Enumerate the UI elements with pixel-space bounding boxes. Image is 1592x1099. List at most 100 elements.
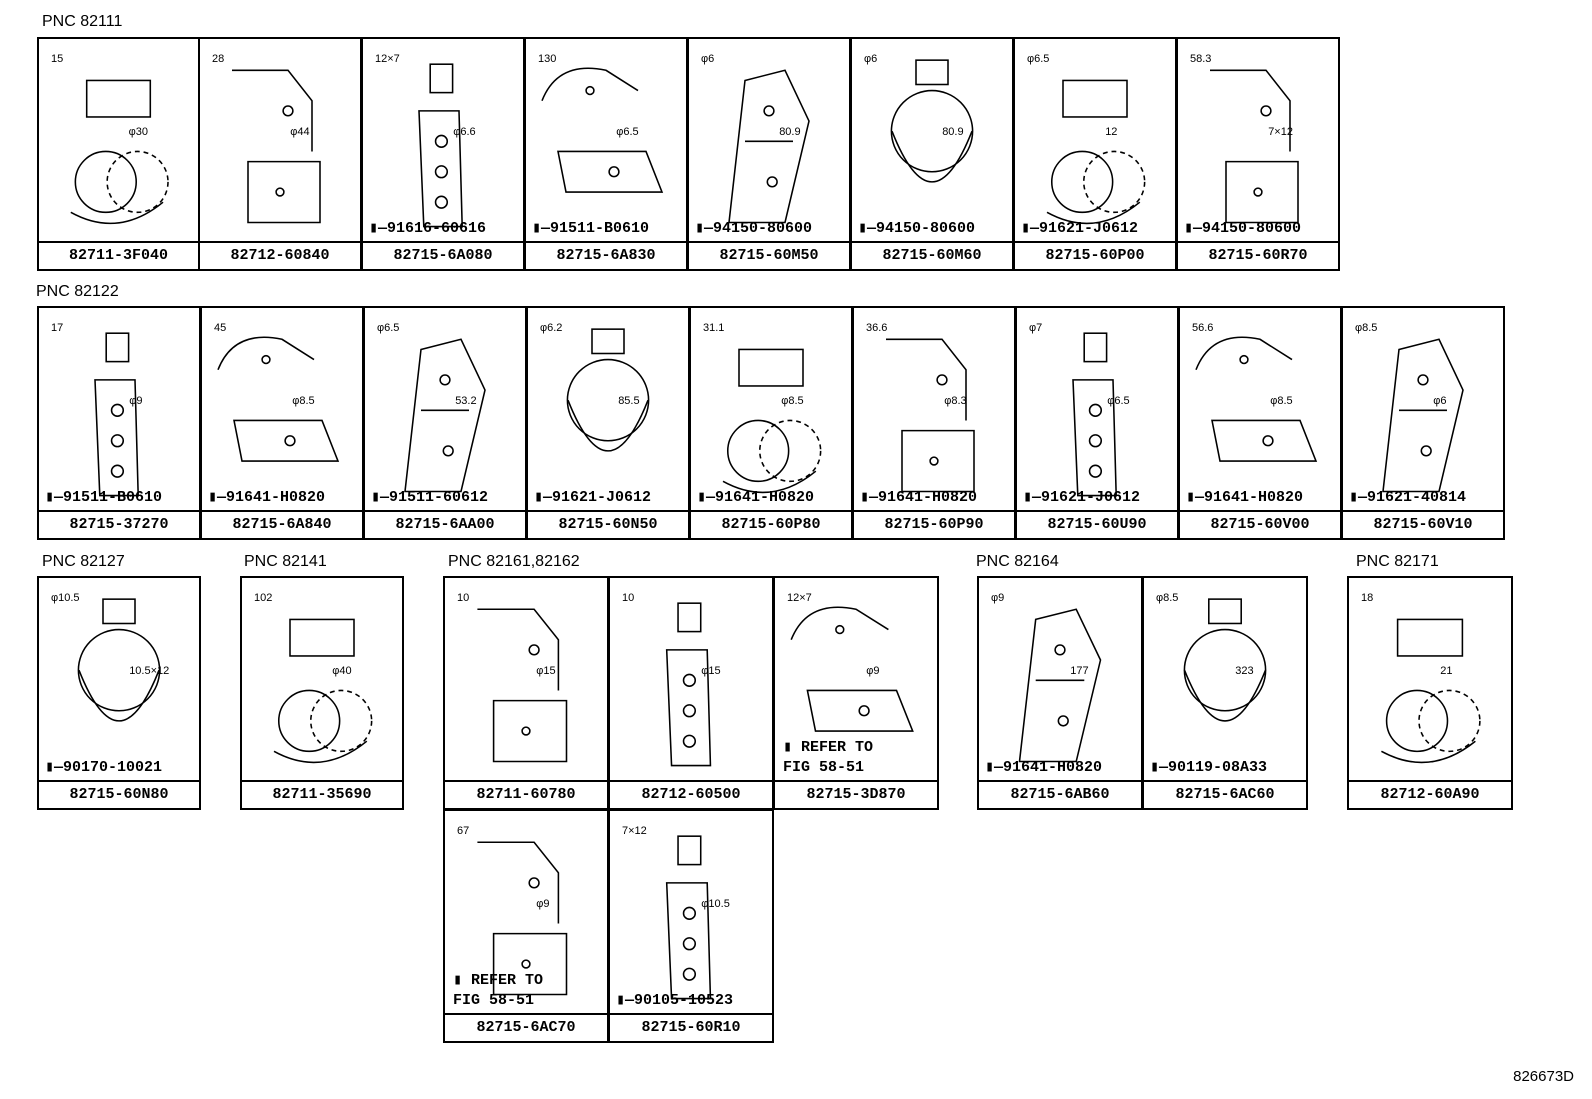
part-illustration — [477, 608, 568, 763]
fastener-label: 94150-80600 — [876, 220, 976, 237]
dimension-label: φ6 — [1433, 395, 1447, 408]
dimension-label: φ8.5 — [1156, 592, 1179, 604]
fastener-label: 91616-60616 — [387, 220, 487, 237]
dimension-label: φ15 — [701, 665, 721, 678]
part-number[interactable]: 82711-3F040 — [39, 241, 198, 269]
part-illustration — [728, 69, 810, 224]
bolt-icon: ▮— — [858, 220, 877, 237]
dimension-label: φ10.5 — [51, 592, 80, 604]
fastener-label: 91641-H0820 — [1003, 759, 1103, 776]
fastener-label: 91621-40814 — [1367, 489, 1467, 506]
dimension-label: φ6.5 — [1027, 53, 1050, 65]
part-number[interactable]: 82715-60U90 — [1017, 510, 1177, 538]
dimension-label: 7×12 — [1268, 126, 1293, 139]
fastener-label: 94150-80600 — [713, 220, 813, 237]
bolt-icon: ▮— — [45, 489, 64, 506]
part-number[interactable]: 82715-60M60 — [852, 241, 1012, 269]
refer-text: REFER TO FIG 58-51 — [783, 739, 874, 776]
part-number[interactable]: 82715-60V10 — [1343, 510, 1503, 538]
fastener-part-number: ▮—91616-60616 — [369, 221, 486, 237]
part-number[interactable]: 82715-6A080 — [363, 241, 523, 269]
part-number[interactable]: 82711-60780 — [445, 780, 607, 808]
part-number[interactable]: 82715-6A840 — [202, 510, 362, 538]
fastener-part-number: ▮—91641-H0820 — [208, 490, 325, 506]
part-number[interactable]: 82712-60A90 — [1349, 780, 1511, 808]
section-title: PNC 82111 — [42, 13, 123, 30]
part-illustration — [1183, 598, 1267, 722]
part-number[interactable]: 82715-60R70 — [1178, 241, 1338, 269]
dimension-label: 85.5 — [618, 395, 640, 408]
dimension-label: φ8.5 — [292, 395, 315, 408]
dimension-label: φ8.3 — [944, 395, 967, 408]
dimension-label: 58.3 — [1190, 53, 1212, 65]
part-number[interactable]: 82715-60M50 — [689, 241, 849, 269]
part-illustration — [790, 606, 914, 732]
bolt-icon: ▮— — [532, 220, 551, 237]
part-number[interactable]: 82715-3D870 — [775, 780, 937, 808]
dimension-label: 18 — [1361, 592, 1374, 604]
part-number[interactable]: 82715-60P00 — [1015, 241, 1175, 269]
section-title: PNC 82122 — [36, 283, 119, 300]
part-illustration — [1381, 618, 1481, 764]
part-illustration — [665, 835, 712, 1000]
dimension-label: φ9 — [536, 898, 550, 911]
bolt-icon: ▮— — [1349, 489, 1368, 506]
fastener-label: 91621-J0612 — [552, 489, 652, 506]
dimension-label: 31.1 — [703, 322, 725, 334]
part-number[interactable]: 82715-60P80 — [691, 510, 851, 538]
fastener-label: 90119-08A33 — [1168, 759, 1268, 776]
part-number[interactable]: 82715-60N50 — [528, 510, 688, 538]
part-number[interactable]: 82715-6A830 — [526, 241, 686, 269]
part-number[interactable]: 82715-60R10 — [610, 1013, 772, 1041]
dimension-label: 323 — [1235, 665, 1254, 678]
fastener-part-number: ▮—90170-10021 — [45, 760, 162, 776]
dimension-label: φ6.5 — [616, 126, 639, 139]
dimension-label: φ15 — [536, 665, 556, 678]
fastener-label: 91511-B0610 — [550, 220, 650, 237]
part-number[interactable]: 82712-60840 — [200, 241, 360, 269]
part-illustration — [1046, 79, 1146, 225]
fastener-part-number: ▮—91511-B0610 — [45, 490, 162, 506]
dimension-label: 10.5×12 — [129, 665, 170, 678]
part-illustration — [1382, 338, 1464, 493]
part-number[interactable]: 82715-60P90 — [854, 510, 1014, 538]
part-number[interactable]: 82715-6AB60 — [979, 780, 1141, 808]
dimension-label: φ6 — [701, 53, 715, 65]
dimension-label: 67 — [457, 825, 470, 837]
bolt-icon: ▮— — [695, 220, 714, 237]
part-number[interactable]: 82711-35690 — [242, 780, 402, 808]
dimension-label: 177 — [1070, 665, 1089, 678]
fastener-label: 91641-H0820 — [878, 489, 978, 506]
dimension-label: 12×7 — [787, 592, 812, 604]
refer-text: REFER TO FIG 58-51 — [453, 972, 544, 1009]
part-number[interactable]: 82715-37270 — [39, 510, 199, 538]
bolt-icon: ▮— — [369, 220, 388, 237]
dimension-label: φ6.6 — [453, 126, 476, 139]
part-number[interactable]: 82715-6AC70 — [445, 1013, 607, 1041]
part-number[interactable]: 82715-60N80 — [39, 780, 199, 808]
part-illustration — [722, 348, 822, 494]
dimension-label: 53.2 — [455, 395, 477, 408]
part-number[interactable]: 82715-6AA00 — [365, 510, 525, 538]
part-cell: φ8.5 φ6 ▮—91621-40814 82715-60V10 — [1341, 306, 1505, 540]
part-number[interactable]: 82715-6AC60 — [1144, 780, 1306, 808]
dimension-label: φ40 — [332, 665, 352, 678]
dimension-label: 15 — [51, 53, 64, 65]
part-illustration — [1210, 69, 1299, 224]
dimension-label: φ8.5 — [1355, 322, 1378, 334]
part-number[interactable]: 82715-60V00 — [1180, 510, 1340, 538]
bolt-icon: ▮ — [783, 739, 802, 756]
part-number[interactable]: 82712-60500 — [610, 780, 772, 808]
dimension-label: φ9 — [991, 592, 1005, 604]
